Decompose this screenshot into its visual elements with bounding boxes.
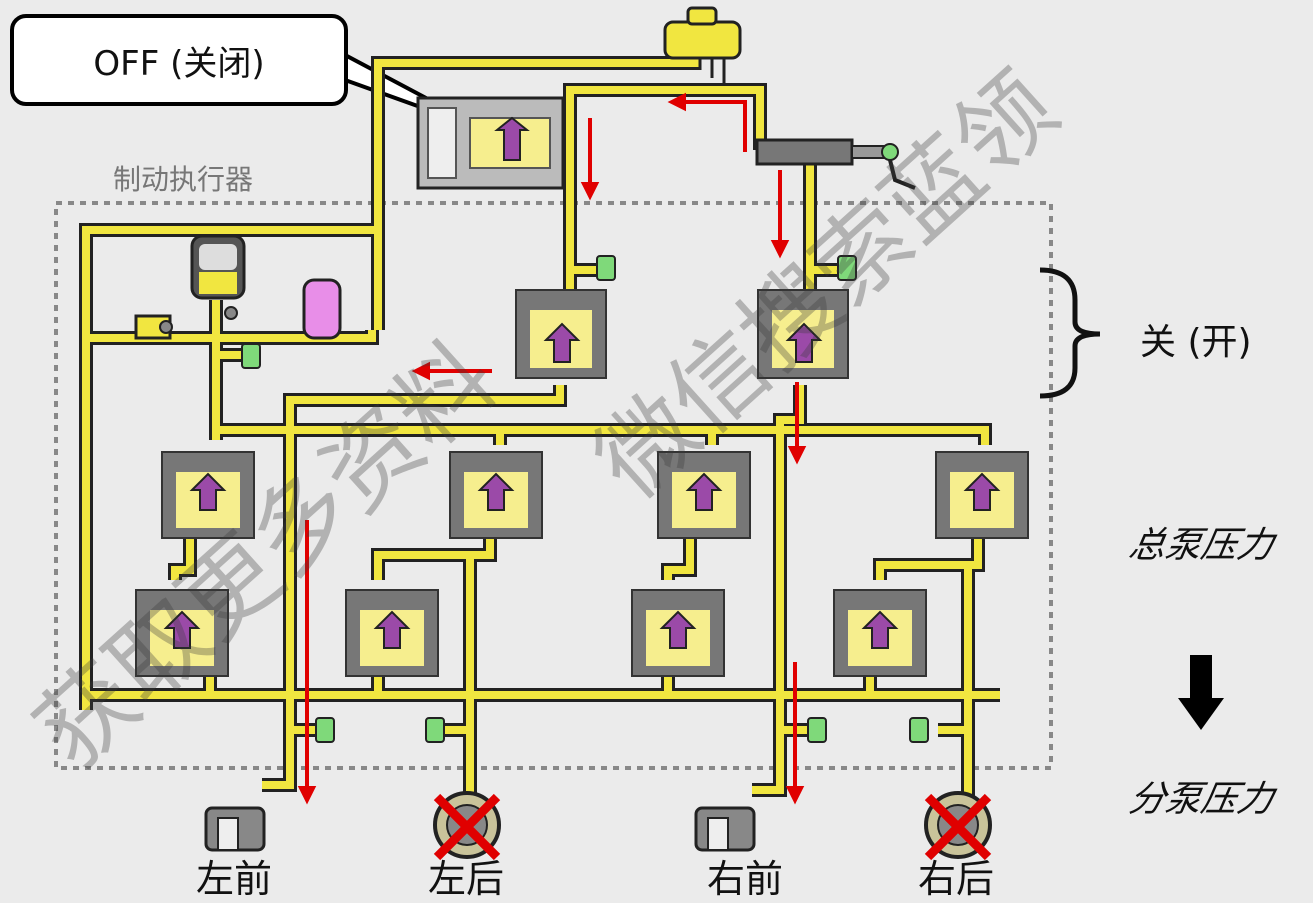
master-cut-valve (416, 96, 565, 190)
drum-left-rear (433, 791, 501, 861)
blocked-mark-right-rear (924, 793, 992, 861)
flow-arrows (297, 92, 807, 805)
caliper-right-front (694, 806, 756, 852)
sensor-4 (315, 717, 335, 743)
actuator-label: 制动执行器 (113, 163, 254, 196)
pressure-direction-arrow (1178, 655, 1224, 730)
wheel-label-right-front: 右前 (707, 857, 784, 901)
valve-hold-rr (935, 451, 1029, 539)
wheel-label-right-rear: 右后 (918, 857, 995, 901)
caliper-left-front (204, 806, 266, 852)
flow-arrow-return-head (667, 92, 686, 112)
sensor-7 (909, 717, 929, 743)
sensor-3 (241, 343, 261, 369)
valve-reduce-rr (833, 589, 927, 677)
valve-hold-lf (161, 451, 255, 539)
master-cylinder (755, 138, 916, 190)
check-valve (134, 306, 238, 340)
valve-hold-lr (449, 451, 543, 539)
pipe-network (79, 56, 1000, 800)
master-pressure-label: 总泵压力 (1125, 525, 1278, 566)
solenoid-valves (135, 289, 1029, 677)
sensor-6 (807, 717, 827, 743)
wheel-label-left-rear: 左后 (428, 857, 505, 901)
valve-sm-left (515, 289, 607, 379)
pressure-reservoir (190, 234, 246, 300)
valve-sm-right (757, 289, 849, 379)
wheel-label-left-front: 左前 (196, 857, 273, 901)
brake-fluid-reservoir (663, 6, 742, 84)
pump (302, 278, 342, 340)
sensor-2 (837, 255, 857, 281)
flow-arrow-return (680, 100, 747, 152)
valve-state-label: 关 (开) (1140, 322, 1252, 363)
actuator-boundary (54, 201, 1053, 770)
drum-right-rear (924, 791, 992, 861)
valve-reduce-lr (345, 589, 439, 677)
sensor-5 (425, 717, 445, 743)
pressure-sensors (241, 255, 929, 743)
pipe-fill (82, 59, 1000, 800)
wheel-pressure-label: 分泵压力 (1125, 779, 1278, 820)
blocked-mark-left-rear (433, 793, 501, 861)
valve-reduce-lf (135, 589, 229, 677)
off-callout: OFF (关闭) (10, 14, 348, 106)
valve-reduce-rf (631, 589, 725, 677)
off-callout-text: OFF (关闭) (93, 43, 265, 84)
sensor-1 (596, 255, 616, 281)
valve-group-bracket (1039, 267, 1101, 399)
valve-hold-rf (657, 451, 751, 539)
